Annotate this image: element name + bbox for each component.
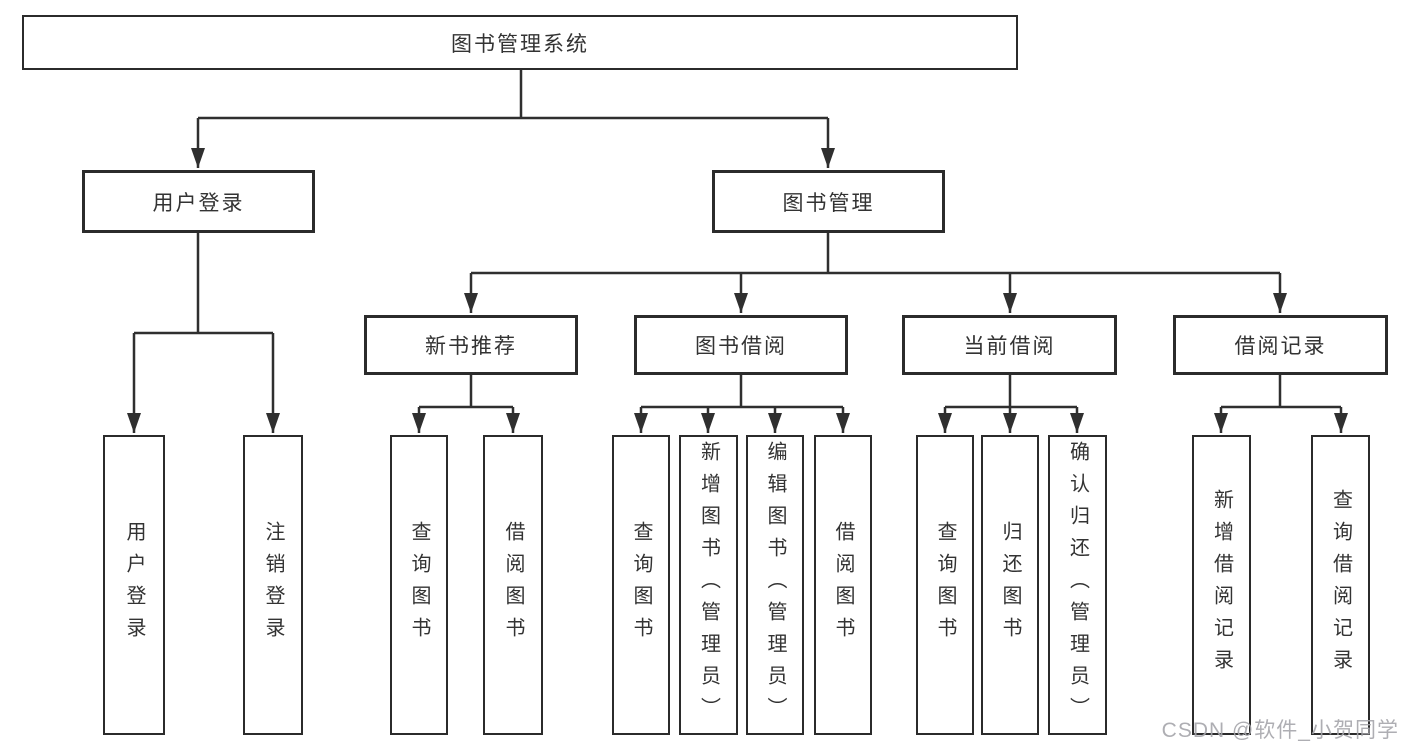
leaf-query-books-recommend: 查询图书: [390, 435, 448, 735]
node-new-book-recommendation: 新书推荐: [364, 315, 578, 375]
leaf-label: 注销登录: [262, 521, 284, 649]
leaf-return-books: 归还图书: [981, 435, 1039, 735]
leaf-edit-books-admin: 编辑图书（管理员）: [746, 435, 804, 735]
leaf-label: 新增借阅记录: [1210, 489, 1233, 681]
leaf-label: 查询图书: [630, 521, 652, 649]
node-user-login: 用户登录: [82, 170, 315, 233]
leaf-label: 确认归还（管理员）: [1066, 441, 1089, 729]
leaf-label: 编辑图书（管理员）: [764, 441, 786, 729]
leaf-confirm-return-admin: 确认归还（管理员）: [1048, 435, 1107, 735]
leaf-label: 用户登录: [123, 521, 145, 649]
leaf-borrow-books: 借阅图书: [814, 435, 872, 735]
leaf-user-login: 用户登录: [103, 435, 165, 735]
node-book-management: 图书管理: [712, 170, 945, 233]
leaf-query-books-borrow: 查询图书: [612, 435, 670, 735]
leaf-query-borrow-record: 查询借阅记录: [1311, 435, 1370, 735]
leaf-label: 查询图书: [934, 521, 956, 649]
leaf-label: 归还图书: [999, 521, 1021, 649]
leaf-label: 借阅图书: [832, 521, 854, 649]
node-current-borrowing: 当前借阅: [902, 315, 1117, 375]
leaf-add-books-admin: 新增图书（管理员）: [679, 435, 738, 735]
leaf-label: 查询图书: [408, 521, 430, 649]
leaf-label: 新增图书（管理员）: [697, 441, 720, 729]
leaf-logout: 注销登录: [243, 435, 303, 735]
node-root-system: 图书管理系统: [22, 15, 1018, 70]
leaf-add-borrow-record: 新增借阅记录: [1192, 435, 1251, 735]
csdn-watermark: CSDN @软件_小贺同学: [1161, 719, 1399, 742]
leaf-borrow-books-recommend: 借阅图书: [483, 435, 543, 735]
leaf-label: 借阅图书: [502, 521, 524, 649]
node-borrowing-records: 借阅记录: [1173, 315, 1388, 375]
leaf-query-books-current: 查询图书: [916, 435, 974, 735]
leaf-label: 查询借阅记录: [1329, 489, 1352, 681]
node-book-borrowing: 图书借阅: [634, 315, 848, 375]
